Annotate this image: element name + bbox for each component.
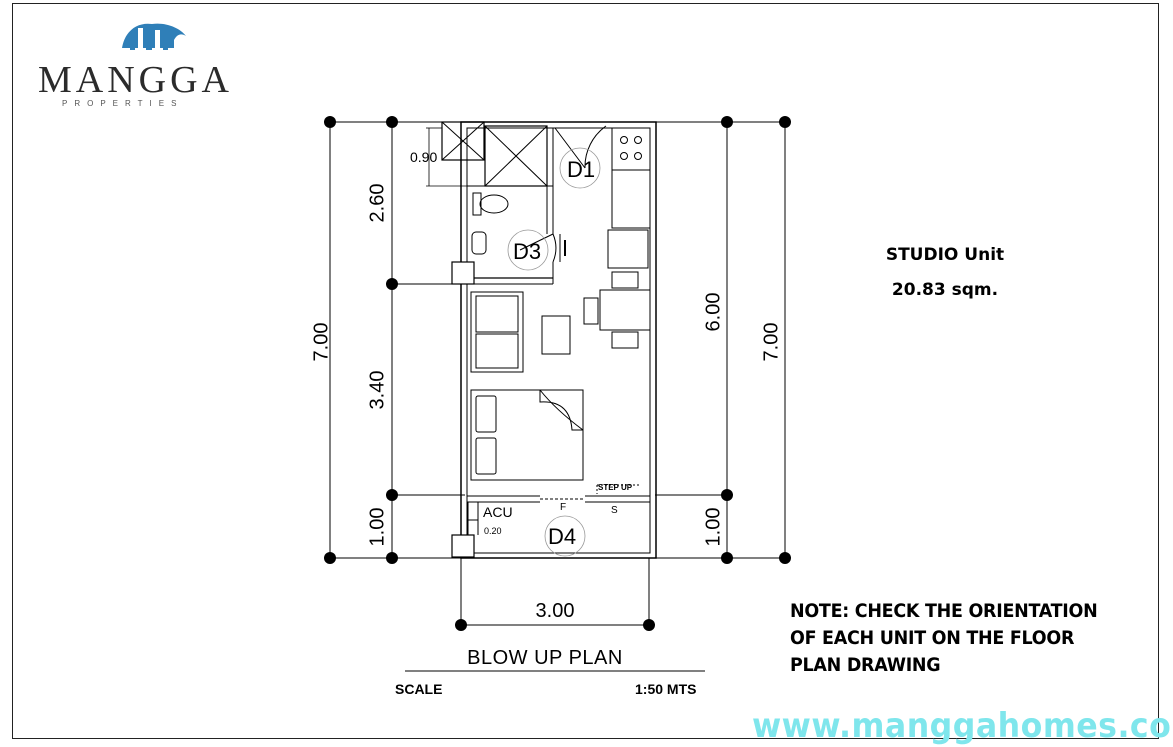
orientation-note: NOTE: CHECK THE ORIENTATION OF EACH UNIT… xyxy=(790,598,1103,679)
scale-label: SCALE xyxy=(395,681,443,697)
dim-bottom-width: 3.00 xyxy=(536,600,575,622)
unit-area: 20.83 sqm. xyxy=(891,280,999,300)
label-door-1: D1 xyxy=(567,157,595,182)
label-door-4: D4 xyxy=(548,524,576,549)
dim-left-total: 7.00 xyxy=(310,323,332,362)
label-fixture-s: S xyxy=(611,505,618,516)
scale-value: 1:50 MTS xyxy=(635,681,697,697)
note-line-2: OF EACH UNIT ON THE FLOOR xyxy=(790,627,1075,649)
logo-buildings-icon xyxy=(122,23,186,50)
label-step-up: STEP UP xyxy=(598,483,633,492)
dim-right-total: 7.00 xyxy=(760,323,782,362)
dim-right-bottom: 1.00 xyxy=(702,508,724,547)
brand-name: MANGGA xyxy=(38,59,233,101)
note-line-3: PLAN DRAWING xyxy=(790,654,941,676)
drawing-title: BLOW UP PLAN xyxy=(467,647,623,669)
label-door-3: D3 xyxy=(513,239,541,264)
dim-left-bottom: 1.00 xyxy=(366,508,388,547)
dim-markers xyxy=(324,116,791,631)
dim-left-mid: 3.40 xyxy=(366,371,388,410)
dim-acu-small: 0.20 xyxy=(484,526,502,536)
label-acu: ACU xyxy=(483,504,513,520)
brand-logo: MANGGA PROPERTIES xyxy=(30,10,250,110)
note-line-1: NOTE: CHECK THE ORIENTATION xyxy=(790,600,1098,622)
dim-duct: 0.90 xyxy=(410,149,437,165)
dim-left-top: 2.60 xyxy=(366,184,388,223)
label-fixture-f: F xyxy=(560,502,566,513)
unit-walls xyxy=(441,121,657,559)
dim-right-inner: 6.00 xyxy=(702,293,724,332)
page-frame xyxy=(12,3,1159,739)
website-link[interactable]: www.manggahomes.com xyxy=(752,706,1173,746)
unit-title: STUDIO Unit xyxy=(885,245,1005,265)
brand-tagline: PROPERTIES xyxy=(62,99,184,108)
